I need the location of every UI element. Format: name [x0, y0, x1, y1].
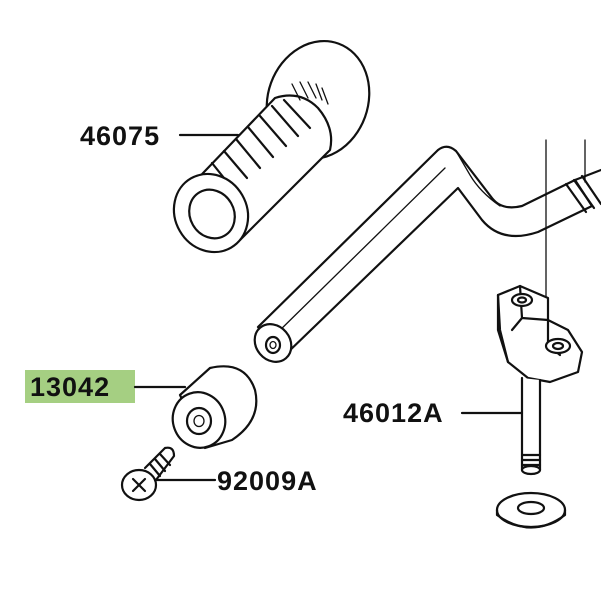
handlebar-clamp	[496, 284, 584, 476]
handlebar	[253, 145, 601, 363]
grip	[172, 39, 371, 254]
washer	[495, 491, 567, 529]
screw	[120, 446, 176, 502]
label-weight: 13042	[30, 372, 110, 402]
label-grip: 46075	[80, 121, 160, 151]
part-highlight	[25, 370, 135, 403]
label-bar: 46012A	[343, 398, 444, 428]
label-screw: 92009A	[217, 466, 318, 496]
bar-end-weight	[171, 365, 258, 450]
